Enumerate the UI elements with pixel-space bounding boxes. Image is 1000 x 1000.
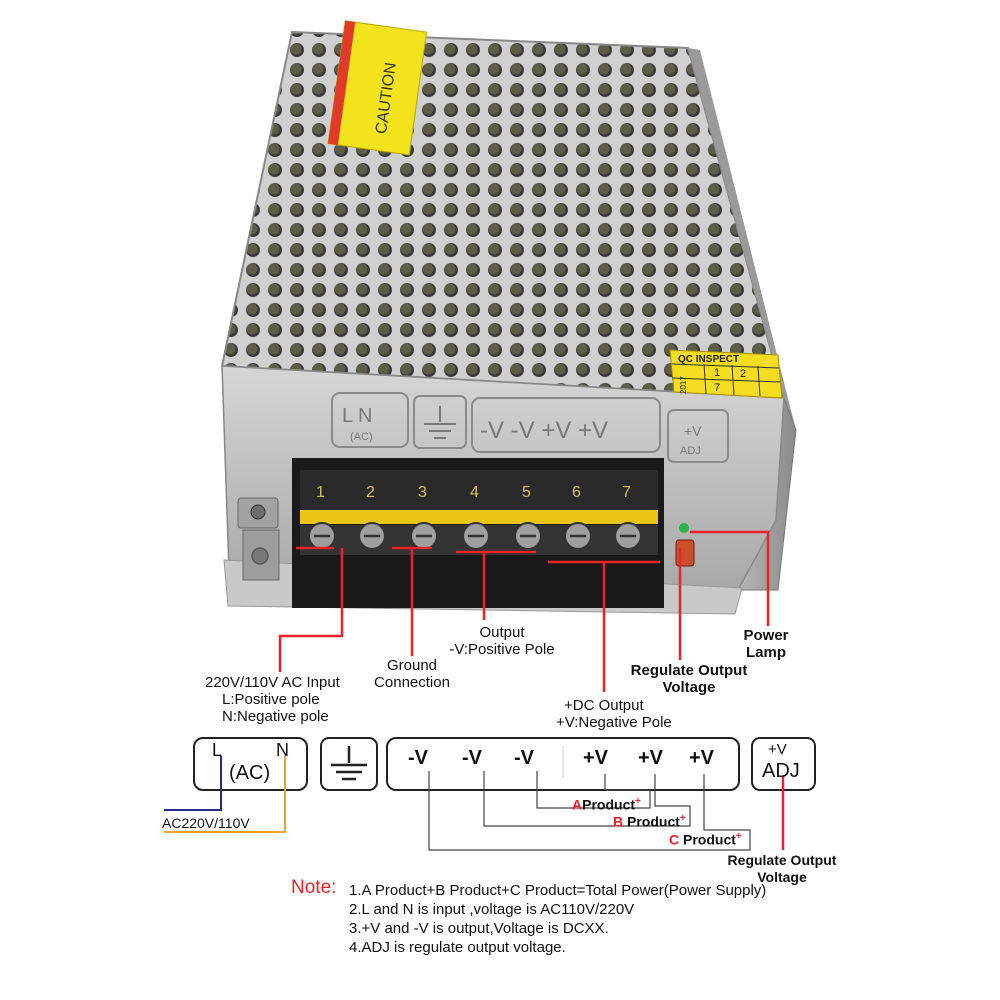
ac-n-label: N [276, 740, 289, 760]
product-b-label: B Product+ [613, 813, 686, 830]
power-lamp-led [679, 523, 689, 533]
svg-text:2: 2 [740, 368, 746, 380]
qc-sticker: QC INSPECT 1 2 7 2017 [669, 349, 783, 399]
power-lamp-callout: Power Lamp [743, 627, 789, 661]
embossed-ground-icon [424, 406, 456, 439]
note-heading: Note: [291, 877, 337, 898]
ac-l-label: L [212, 740, 223, 760]
dc-terminal-label: +V [638, 747, 664, 769]
ac-wire-l [164, 756, 222, 811]
terminal-number: 1 [316, 484, 325, 501]
schematic-regulate-label: Regulate Output Voltage [727, 852, 837, 885]
ground-callout: Ground Connection [374, 657, 450, 691]
embossed-ac: (AC) [350, 431, 373, 443]
adj-bottom-label: ADJ [762, 760, 800, 782]
output-neg-callout: Output -V:Positive Pole [449, 624, 555, 658]
dc-terminal-label: -V [408, 747, 428, 769]
product-wires [428, 771, 751, 851]
embossed-ln: L N [342, 405, 372, 427]
adj-top-label: +V [768, 741, 787, 758]
terminal-number: 7 [622, 484, 631, 501]
embossed-v-labels: -V -V +V +V [480, 417, 608, 444]
dc-terminal-label: -V [462, 747, 482, 769]
ground-icon [331, 746, 367, 781]
note-line-3: 3.+V and -V is output,Voltage is DCXX. [349, 920, 609, 937]
ground-box [320, 737, 378, 791]
embossed-panel-labels [331, 392, 729, 463]
terminal-screws [308, 522, 642, 550]
callout-lines [278, 530, 770, 692]
caution-sticker: CAUTION [327, 20, 428, 156]
terminal-number: 6 [572, 484, 581, 501]
dc-terminal-label: +V [689, 747, 715, 769]
dc-terminal-label: +V [583, 747, 609, 769]
note-line-1: 1.A Product+B Product+C Product=Total Po… [349, 882, 767, 899]
embossed-adj-top: +V [684, 423, 702, 439]
dc-output-box [386, 737, 740, 791]
product-a-label: AProduct+ [572, 796, 641, 813]
terminal-number: 2 [366, 484, 375, 501]
terminal-number: 5 [522, 484, 531, 501]
dc-terminal-label: -V [514, 747, 534, 769]
embossed-adj-bottom: ADJ [680, 445, 701, 457]
ac-ac-label: (AC) [229, 762, 271, 784]
note-line-4: 4.ADJ is regulate output voltage. [349, 939, 566, 956]
ac-input-callout: 220V/110V AC Input L:Positive pole N:Neg… [205, 674, 340, 725]
terminal-number: 3 [418, 484, 427, 501]
svg-text:7: 7 [714, 382, 720, 394]
svg-text:2017: 2017 [679, 376, 688, 394]
note-line-2: 2.L and N is input ,voltage is AC110V/22… [349, 901, 635, 918]
svg-text:1: 1 [714, 367, 720, 379]
regulate-callout: Regulate Output Voltage [630, 662, 748, 696]
ac-wire-label: AC220V/110V [162, 815, 250, 831]
terminal-number: 4 [470, 484, 479, 501]
dc-output-callout: +DC Output +V:Negative Pole [556, 697, 672, 731]
ac-wire-n [164, 756, 286, 833]
svg-text:QC INSPECT: QC INSPECT [678, 354, 739, 365]
product-c-label: C Product+ [669, 831, 742, 848]
ac-input-box [193, 737, 308, 791]
